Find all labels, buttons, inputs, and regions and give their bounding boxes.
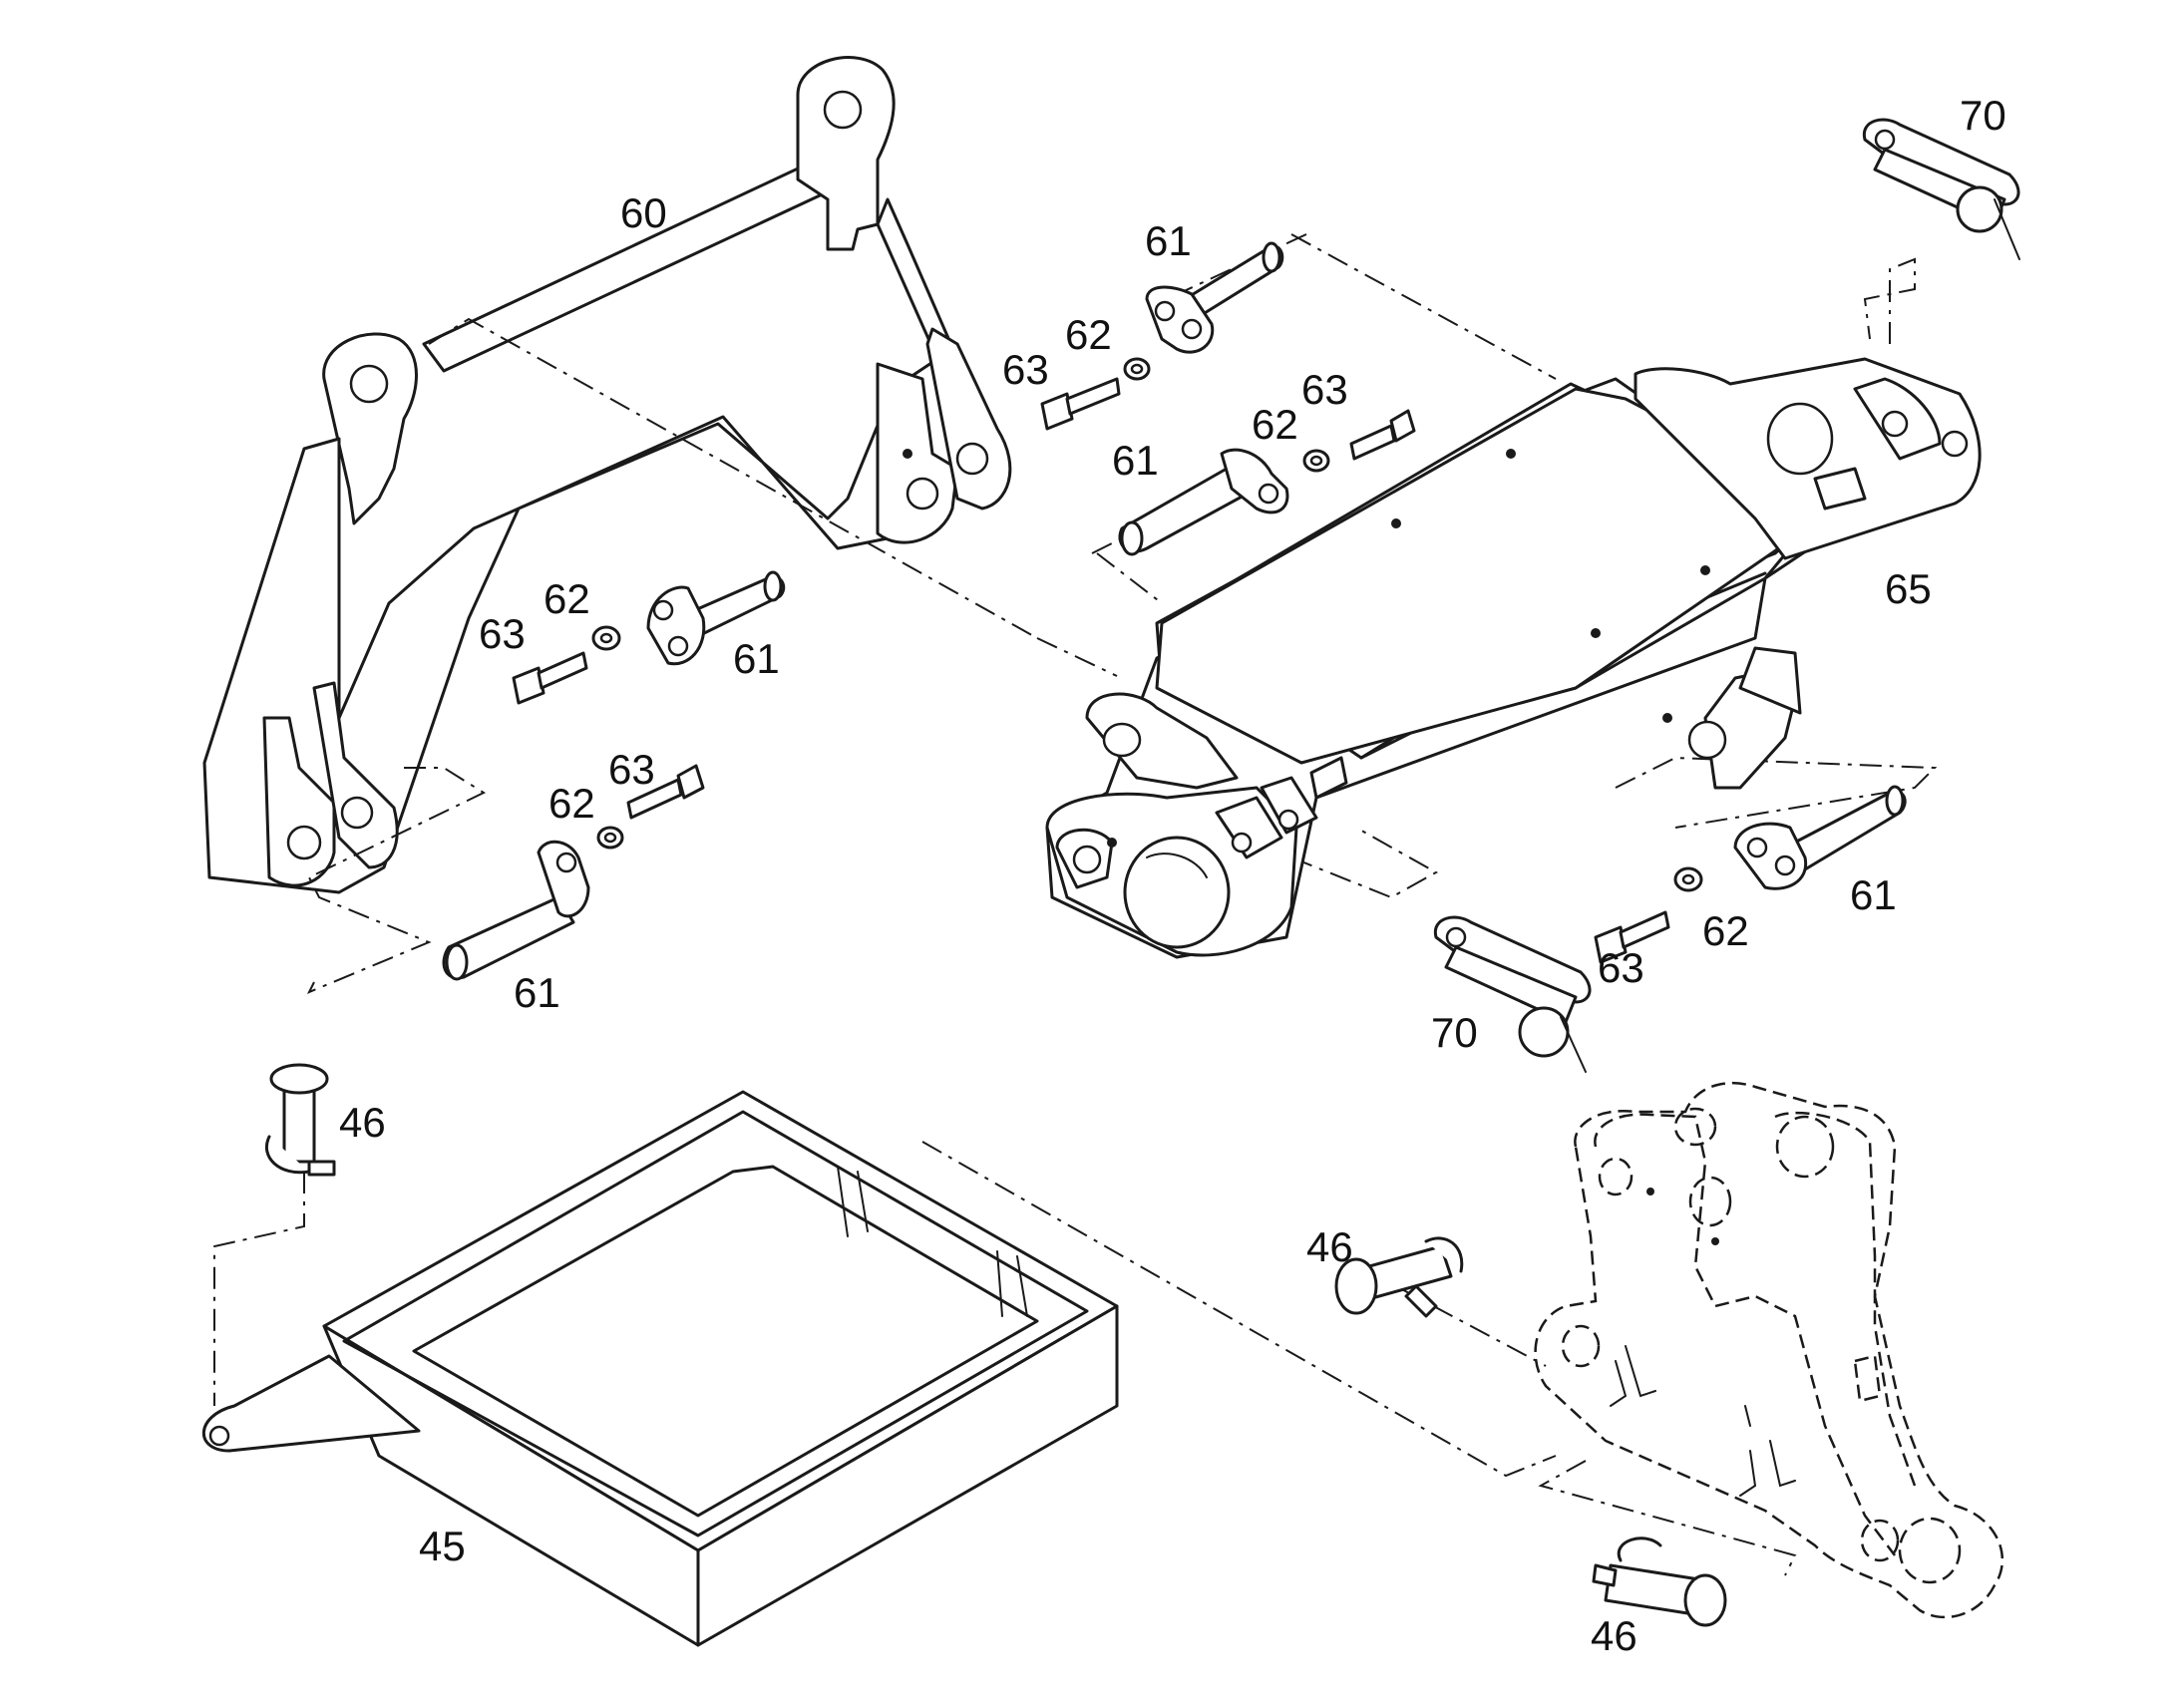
washers-62 <box>591 357 1703 892</box>
callout-61-mid: 61 <box>1112 437 1159 484</box>
ghost-adapter-plate <box>1534 1082 2004 1619</box>
coupler-part-65 <box>1045 357 1982 959</box>
callout-46-top: 46 <box>339 1099 386 1146</box>
callout-46-bottom: 46 <box>1591 1612 1637 1659</box>
callout-62-lower: 62 <box>548 780 595 827</box>
pin-61-left-mid <box>646 570 786 666</box>
callout-46-mid: 46 <box>1306 1223 1353 1270</box>
callout-45: 45 <box>419 1523 466 1569</box>
pin-61-top <box>1145 241 1284 354</box>
leader-lines <box>213 233 1938 1576</box>
callout-63-lower: 63 <box>608 746 655 793</box>
lockpin-part-46-top <box>264 1063 336 1177</box>
callout-62-left: 62 <box>544 575 590 622</box>
callout-63-left: 63 <box>479 610 526 657</box>
callout-62-right: 62 <box>1702 907 1749 954</box>
callout-65: 65 <box>1885 565 1932 612</box>
callout-61-left: 61 <box>733 635 780 682</box>
callout-61-top: 61 <box>1145 217 1192 264</box>
callout-63-top: 63 <box>1002 346 1049 393</box>
latch-part-70-bottom <box>1433 915 1592 1073</box>
pin-61-mid <box>1118 448 1289 556</box>
callout-labels: 60 61 62 63 63 62 61 62 63 61 63 62 61 6… <box>339 92 2006 1659</box>
callout-60: 60 <box>620 189 667 236</box>
latch-part-70-top <box>1862 118 2020 260</box>
tray-part-45 <box>201 1090 1119 1647</box>
callout-63-mid: 63 <box>1301 366 1348 413</box>
callout-61-right: 61 <box>1850 871 1897 918</box>
lockpin-part-46-mid <box>1334 1236 1464 1318</box>
pin-61-bottom-left <box>442 840 590 981</box>
frame-part-60 <box>202 56 1012 894</box>
callout-63-right: 63 <box>1598 944 1644 991</box>
callout-70-top: 70 <box>1960 92 2006 139</box>
bolts-63 <box>512 377 1670 964</box>
callout-61-lower: 61 <box>514 969 560 1016</box>
callout-62-top: 62 <box>1065 311 1112 358</box>
pin-61-bottom-right <box>1733 785 1907 890</box>
callout-62-mid: 62 <box>1252 401 1298 448</box>
lockpin-part-46-bottom <box>1592 1537 1727 1627</box>
callout-70-bottom: 70 <box>1431 1009 1478 1056</box>
